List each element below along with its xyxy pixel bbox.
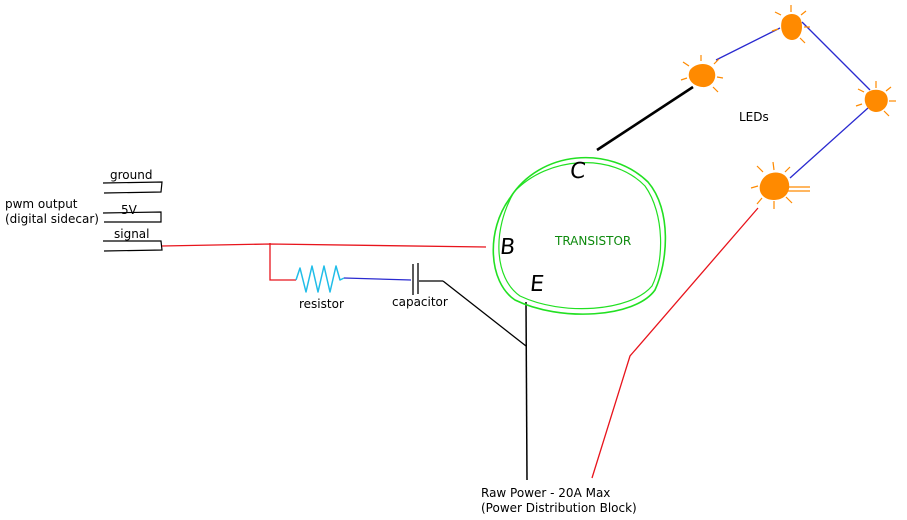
transistor-outline [492,156,667,315]
ground-pin [102,181,163,194]
capacitor-symbol [412,263,443,295]
pwm-header [102,181,163,252]
emitter-power-wire [525,301,528,481]
capacitor-label: capacitor [392,295,448,309]
led-4 [750,161,810,209]
leds-label: LEDs [739,110,769,124]
led-1 [680,55,724,93]
resistor-symbol [295,265,345,293]
led-3 [855,81,896,117]
capacitor-to-emitter-wire [442,280,527,347]
pwm-output-sublabel: (digital sidecar) [5,212,99,226]
transistor-label: TRANSISTOR [555,234,632,248]
power-source-sublabel: (Power Distribution Block) [481,501,637,515]
signal-pin [103,240,163,252]
five-v-label: 5V [121,203,137,217]
resistor-label: resistor [299,297,344,311]
power-source-label: Raw Power - 20A Max [481,486,611,500]
led-chain-wires [715,21,871,179]
resistor-to-capacitor-wire [343,277,412,281]
signal-branch-wire [269,243,296,281]
collector-terminal-label: C [568,159,587,184]
led-2 [771,5,810,44]
signal-to-base-wire [161,243,487,248]
collector-wire [596,85,694,152]
base-terminal-label: B [498,235,517,260]
five-v-pin [102,211,162,223]
signal-label: signal [114,227,150,241]
emitter-terminal-label: E [528,272,546,297]
power-to-led-wire [591,207,759,479]
pwm-output-label: pwm output [5,197,78,211]
ground-label: ground [110,168,153,182]
